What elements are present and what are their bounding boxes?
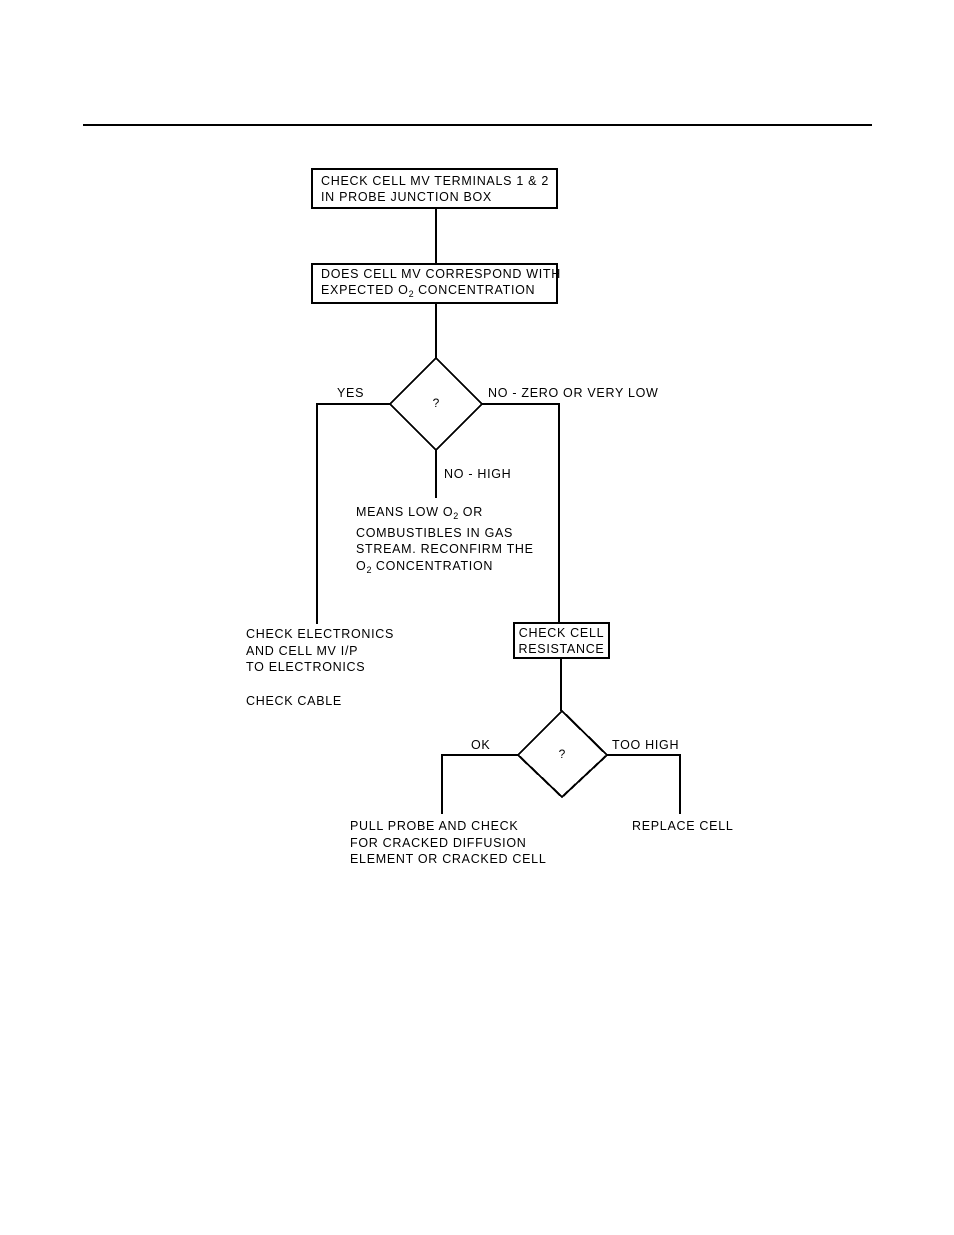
note-no-high-line-2: COMBUSTIBLES IN GAS	[356, 525, 514, 540]
note-no-high-line-4: O2 CONCENTRATION	[356, 558, 534, 579]
action-yes-line-1: CHECK ELECTRONICS	[246, 627, 395, 641]
label-branch-no-zero-or-very-low: NO - ZERO OR VERY LOW	[488, 386, 659, 400]
box-question-line-2-post: CONCENTRATION	[413, 282, 536, 297]
action-too-high-line-1: REPLACE CELL	[632, 819, 734, 833]
decision2-question-mark: ?	[558, 747, 566, 761]
box-check-cell-mv-terminals[interactable]: CHECK CELL MV TERMINALS 1 & 2 IN PROBE J…	[311, 168, 558, 209]
note-no-high-line-3: STREAM. RECONFIRM THE	[356, 542, 534, 556]
label-branch-no-high: NO - HIGH	[444, 467, 512, 481]
box-question-line-2-pre: EXPECTED O	[321, 282, 409, 297]
box-check-cell-resistance[interactable]: CHECK CELL RESISTANCE	[513, 622, 610, 659]
box-start-line-1: CHECK CELL MV TERMINALS 1 & 2	[321, 173, 550, 188]
note-no-high-explanation: MEANS LOW O2 OR COMBUSTIBLES IN GAS STRE…	[356, 504, 534, 578]
box-question-line-2: EXPECTED O2 CONCENTRATION	[313, 282, 556, 302]
action-ok-pull-probe: PULL PROBE AND CHECK FOR CRACKED DIFFUSI…	[350, 818, 546, 868]
note-no-high-line-1-pre: MEANS LOW O	[356, 505, 454, 519]
box-resistance-line-1: CHECK CELL	[518, 625, 605, 640]
label-branch-ok: OK	[471, 738, 491, 752]
decision1-question-mark: ?	[432, 396, 440, 410]
note-no-high-line-4-post: CONCENTRATION	[371, 558, 494, 573]
action-ok-line-1: PULL PROBE AND CHECK	[350, 819, 519, 833]
box-does-cell-mv-correspond[interactable]: DOES CELL MV CORRESPOND WITH EXPECTED O2…	[311, 263, 561, 304]
note-no-high-subscript-2: 2	[366, 564, 372, 575]
header-divider-rule	[83, 124, 872, 126]
action-yes-line-2: AND CELL MV I/P	[246, 643, 359, 658]
decision-diamond-mv	[388, 356, 484, 452]
action-yes-check-electronics: CHECK ELECTRONICS AND CELL MV I/P TO ELE…	[246, 626, 394, 709]
note-no-high-line-4-pre: O	[356, 558, 367, 573]
action-ok-line-3: ELEMENT OR CRACKED CELL	[350, 852, 547, 866]
note-no-high-subscript-1: 2	[453, 511, 459, 521]
decision-diamond-resistance	[516, 709, 609, 799]
note-no-high-line-1: MEANS LOW O2 OR	[356, 504, 534, 525]
label-branch-too-high: TOO HIGH	[612, 738, 680, 752]
note-no-high-line-1-post: OR	[458, 505, 483, 519]
action-too-high-replace-cell: REPLACE CELL	[632, 818, 734, 835]
box-question-line-1: DOES CELL MV CORRESPOND WITH	[321, 266, 561, 281]
box-start-line-2: IN PROBE JUNCTION BOX	[321, 189, 492, 204]
box-resistance-line-2: RESISTANCE	[518, 641, 605, 656]
action-yes-line-3: TO ELECTRONICS	[246, 660, 366, 674]
label-branch-yes: YES	[337, 386, 365, 400]
action-yes-line-4: CHECK CABLE	[246, 693, 342, 708]
action-ok-line-2: FOR CRACKED DIFFUSION	[350, 835, 527, 850]
box-question-subscript: 2	[408, 288, 414, 299]
